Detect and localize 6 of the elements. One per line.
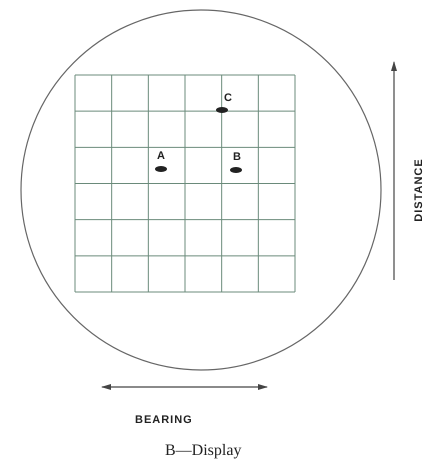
- blip-label: A: [157, 150, 166, 162]
- blip-label: B: [233, 151, 242, 163]
- axis-label: DISTANCE: [413, 158, 425, 222]
- axis-label: BEARING: [135, 414, 193, 426]
- blip-label: C: [224, 92, 233, 104]
- caption: B—Display: [165, 442, 242, 460]
